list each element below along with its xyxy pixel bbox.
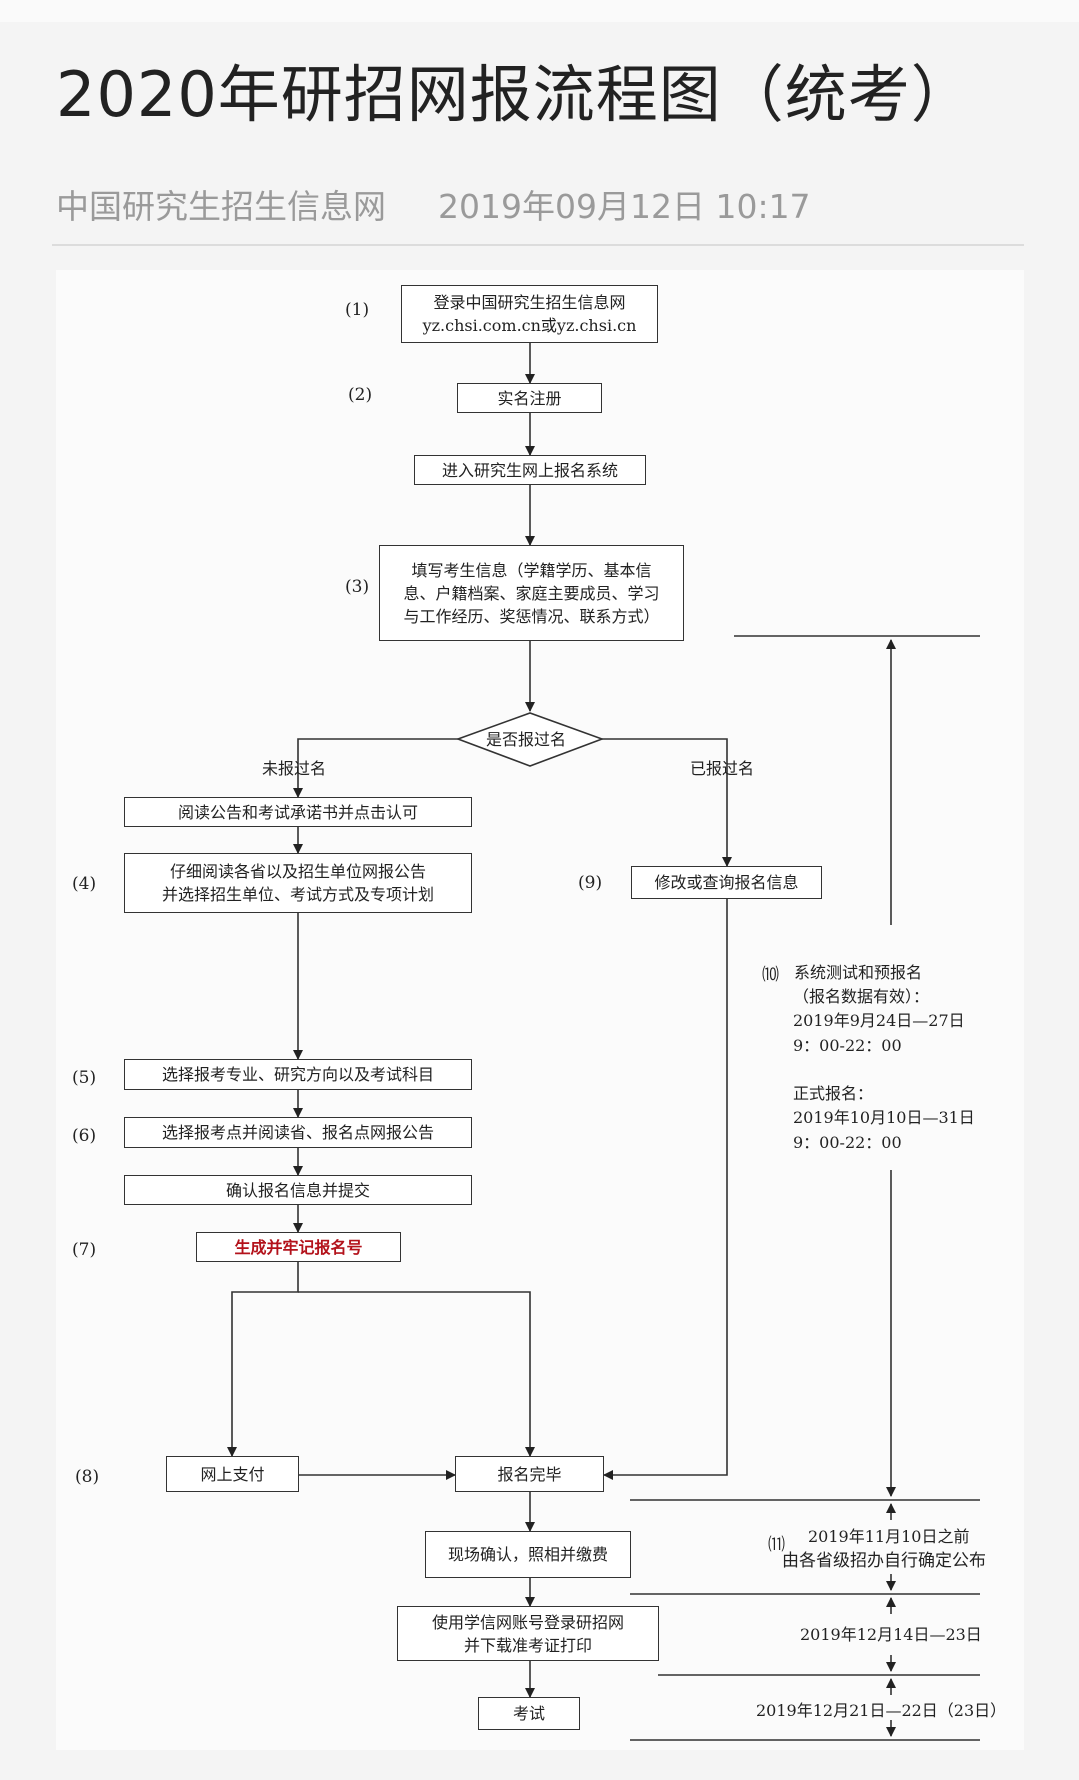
step-number-10: ⑽ <box>762 965 779 985</box>
pre-registration-dates: 2019年9月24日—27日 <box>793 1011 965 1030</box>
step-number-7: (7) <box>72 1240 97 1260</box>
onsite-confirm-box: 现场确认，照相并缴费 <box>425 1531 631 1578</box>
step-number-1: (1) <box>345 300 370 320</box>
decision-label: 是否报过名 <box>486 730 567 749</box>
pre-registration-title: 系统测试和预报名 <box>794 963 923 982</box>
generate-number-box: 生成并牢记报名号 <box>196 1232 401 1262</box>
done-label: 报名完毕 <box>497 1464 562 1484</box>
print-ticket-line: 并下载准考证打印 <box>463 1635 592 1655</box>
login-label: 登录中国研究生招生信息网 <box>433 293 626 312</box>
step-number-8: (8) <box>75 1467 100 1487</box>
fill-info-line: 填写考生信息（学籍学历、基本信 <box>411 560 652 580</box>
flowchart-panel <box>56 270 1024 1750</box>
online-pay-label: 网上支付 <box>200 1464 265 1484</box>
login-box: 登录中国研究生招生信息网 yz.chsi.com.cn或yz.chsi.cn <box>401 285 658 343</box>
enter-system-box: 进入研究生网上报名系统 <box>414 455 646 485</box>
top-status-bar <box>0 0 1079 22</box>
print-ticket-box: 使用学信网账号登录研招网并下载准考证打印 <box>397 1606 659 1661</box>
step-number-3: (3) <box>345 577 370 597</box>
step-number-9: (9) <box>578 873 603 893</box>
step-number-6: (6) <box>72 1126 97 1146</box>
print-ticket-period: 2019年12月14日—23日 <box>800 1625 982 1644</box>
step-number-2: (2) <box>348 385 373 405</box>
register-box: 实名注册 <box>457 383 602 413</box>
confirm-submit-label: 确认报名信息并提交 <box>225 1180 370 1200</box>
modify-query-label: 修改或查询报名信息 <box>654 873 799 892</box>
article-datetime: 2019年09月12日 10:17 <box>438 187 811 226</box>
branch-not-registered: 未报过名 <box>262 759 327 778</box>
generate-number-label: 生成并牢记报名号 <box>234 1237 363 1257</box>
fill-info-box: 填写考生信息（学籍学历、基本信息、户籍档案、家庭主要成员、学习与工作经历、奖惩情… <box>379 545 684 641</box>
online-pay-box: 网上支付 <box>166 1456 299 1492</box>
modify-query-box: 修改或查询报名信息 <box>631 866 822 899</box>
select-site-box: 选择报考点并阅读省、报名点网报公告 <box>124 1117 472 1148</box>
step-number-11: ⑾ <box>768 1535 785 1555</box>
exam-label: 考试 <box>512 1704 545 1723</box>
formal-registration-title: 正式报名： <box>793 1084 874 1103</box>
step-number-4: (4) <box>72 874 97 894</box>
article-meta: 中国研究生招生信息网 2019年09月12日 10:17 <box>56 180 811 228</box>
onsite-confirm-label: 现场确认，照相并缴费 <box>447 1545 608 1564</box>
read-notice-box: 阅读公告和考试承诺书并点击认可 <box>124 797 472 827</box>
select-major-box: 选择报考专业、研究方向以及考试科目 <box>124 1059 472 1090</box>
pre-registration-note: （报名数据有效）： <box>793 987 930 1006</box>
pre-registration-time: 9：00-22：00 <box>793 1036 902 1055</box>
onsite-confirm-note: 由各省级招办自行确定公布 <box>782 1551 986 1571</box>
login-url[interactable]: yz.chsi.com.cn或yz.chsi.cn <box>422 316 637 335</box>
article-source[interactable]: 中国研究生招生信息网 <box>56 187 386 226</box>
enter-system-label: 进入研究生网上报名系统 <box>441 460 618 480</box>
formal-registration-dates: 2019年10月10日—31日 <box>793 1108 975 1127</box>
onsite-confirm-period: 2019年11月10日之前 <box>808 1527 970 1546</box>
register-label: 实名注册 <box>497 388 562 408</box>
select-unit-box: 仔细阅读各省以及招生单位网报公告并选择招生单位、考试方式及专项计划 <box>124 853 472 913</box>
formal-registration-time: 9：00-22：00 <box>793 1133 902 1152</box>
header-divider <box>52 244 1024 246</box>
branch-registered: 已报过名 <box>690 759 755 778</box>
fill-info-line: 与工作经历、奖惩情况、联系方式） <box>403 606 660 626</box>
exam-box: 考试 <box>478 1697 580 1730</box>
article-title: 2020年研招网报流程图（统考） <box>56 58 974 131</box>
done-box: 报名完毕 <box>455 1456 604 1492</box>
read-notice-label: 阅读公告和考试承诺书并点击认可 <box>177 802 418 822</box>
fill-info-line: 息、户籍档案、家庭主要成员、学习 <box>403 583 660 603</box>
exam-period: 2019年12月21日—22日（23日） <box>756 1701 1007 1720</box>
select-site-label: 选择报考点并阅读省、报名点网报公告 <box>161 1123 434 1142</box>
step-number-5: (5) <box>72 1068 97 1088</box>
confirm-submit-box: 确认报名信息并提交 <box>124 1175 472 1205</box>
select-major-label: 选择报考专业、研究方向以及考试科目 <box>161 1065 434 1084</box>
select-unit-line: 仔细阅读各省以及招生单位网报公告 <box>169 862 426 881</box>
print-ticket-line: 使用学信网账号登录研招网 <box>431 1612 624 1632</box>
select-unit-line: 并选择招生单位、考试方式及专项计划 <box>161 885 434 904</box>
